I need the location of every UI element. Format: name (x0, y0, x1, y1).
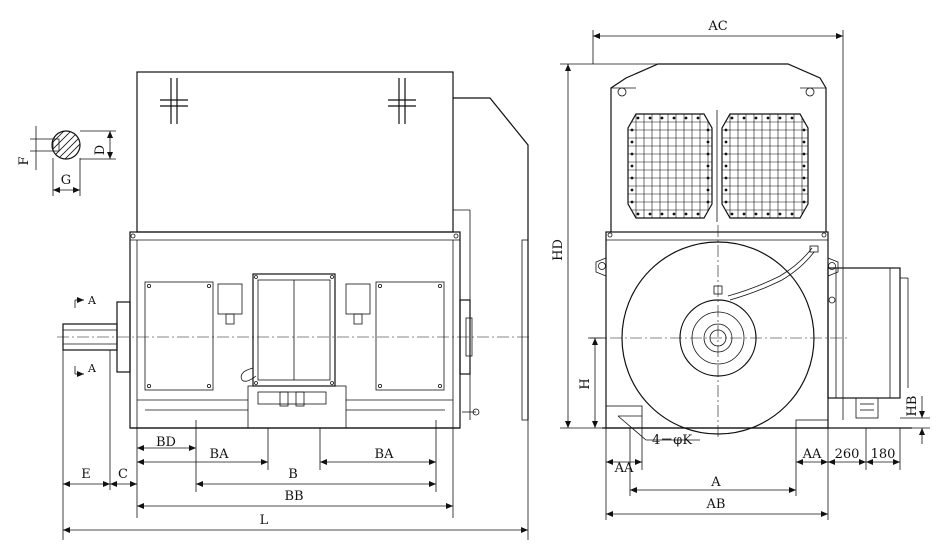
dim-label-l: L (260, 513, 269, 528)
section-marker-a-top (74, 297, 84, 308)
dim-label-ab: AB (706, 497, 726, 512)
dim-label-ba-right: BA (375, 447, 395, 462)
section-label-top: A (87, 294, 97, 307)
end-view-dimensions (560, 30, 930, 520)
dim-label-b: B (288, 467, 298, 482)
dim-label-c: C (118, 467, 128, 482)
dim-label-aa-right: AA (802, 447, 822, 462)
dim-label-d: D (93, 145, 108, 155)
dim-label-bb: BB (284, 489, 303, 504)
section-marker-a-bottom (74, 366, 84, 377)
dim-label-260: 260 (835, 447, 860, 462)
dim-label-ba-left: BA (210, 447, 230, 462)
motor-side-view (57, 71, 530, 436)
shaft-section-detail (30, 126, 116, 196)
dim-label-g: G (61, 173, 71, 188)
ventilation-grille (627, 110, 809, 222)
dim-label-hd: HD (551, 239, 566, 261)
dim-label-hb: HB (905, 396, 920, 417)
dim-label-a: A (710, 475, 721, 490)
dim-label-holes: 4－φK (652, 433, 692, 448)
dim-label-bd: BD (156, 435, 176, 450)
dim-label-ac: AC (707, 19, 727, 34)
dim-label-h: H (578, 378, 593, 389)
section-label-bottom: A (87, 362, 97, 375)
dim-label-aa-left: AA (614, 461, 634, 476)
dim-label-f: F (17, 156, 32, 165)
dim-label-180: 180 (871, 447, 896, 462)
motor-end-view (590, 63, 912, 440)
side-view-dimensions (62, 350, 529, 540)
dim-label-e: E (81, 467, 91, 482)
